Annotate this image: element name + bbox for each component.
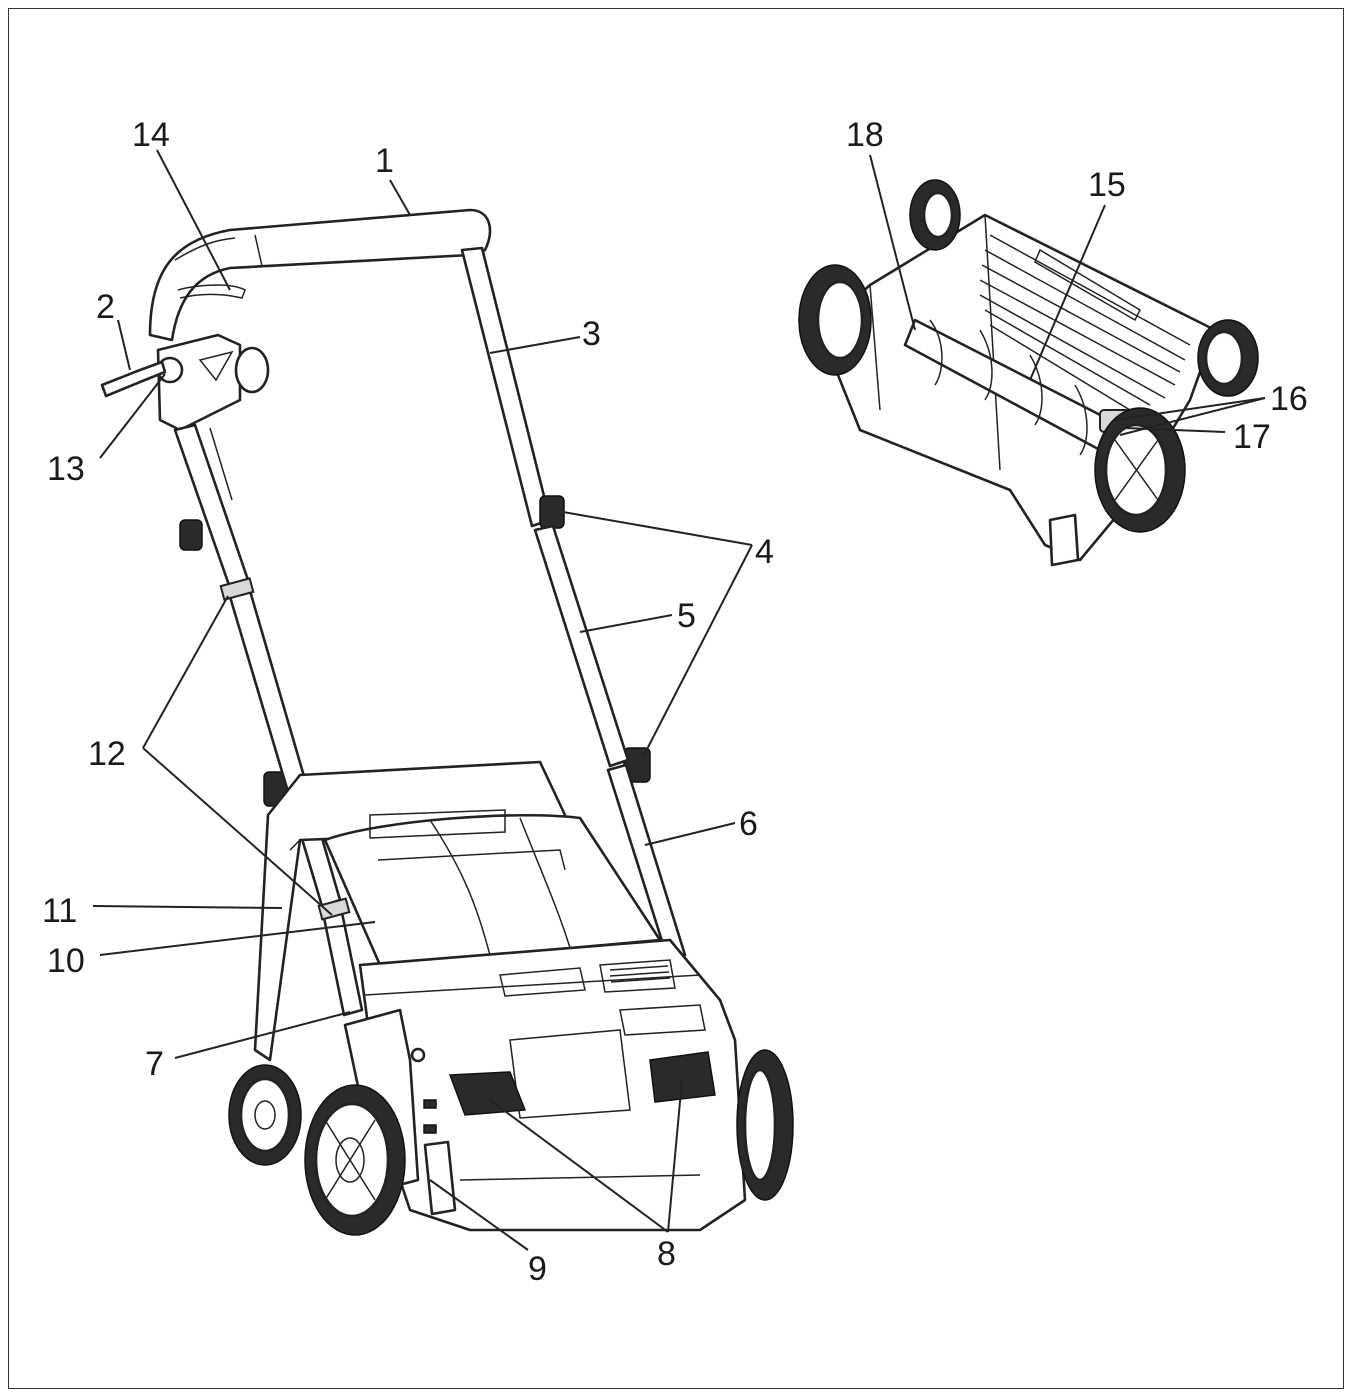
safety-bar — [177, 284, 246, 299]
inset-wheel-bottom — [1094, 407, 1186, 533]
air-vent-left — [448, 1071, 527, 1116]
label-13: 13 — [47, 450, 85, 488]
wheel-rear-left — [228, 1064, 302, 1166]
leader-4a — [562, 511, 753, 546]
leader-12a — [142, 595, 229, 749]
label-7: 7 — [145, 1045, 164, 1083]
label-15: 15 — [1088, 166, 1126, 204]
label-16: 16 — [1270, 380, 1308, 418]
label-18: 18 — [846, 116, 884, 154]
air-vent-right — [649, 1051, 716, 1103]
switch-box — [156, 333, 242, 432]
wheel-front-right — [736, 1049, 794, 1201]
leader-14 — [156, 149, 231, 291]
wheel-front-left — [304, 1084, 406, 1236]
leader-3 — [489, 336, 581, 354]
leader-8b — [667, 1079, 683, 1233]
leader-11 — [92, 905, 283, 909]
leader-1 — [389, 179, 411, 216]
leader-7 — [174, 1011, 351, 1059]
leader-9 — [429, 1179, 529, 1251]
leader-10 — [99, 921, 376, 956]
leader-13 — [99, 373, 166, 459]
knob-upper-left — [179, 519, 203, 551]
leader-8a — [489, 1099, 669, 1233]
knob-upper-right — [539, 495, 565, 529]
switch-lever — [100, 360, 167, 398]
leader-12b — [142, 747, 333, 916]
leader-16a — [1114, 397, 1266, 421]
scarifier-comb — [979, 234, 1191, 411]
leader-15 — [1029, 204, 1106, 381]
right-lower-tube — [606, 763, 687, 962]
handle-bar — [148, 208, 492, 342]
leader-2 — [117, 319, 131, 371]
label-17: 17 — [1233, 418, 1271, 456]
right-upper-tube — [460, 246, 552, 528]
inset-wheel-left — [798, 264, 872, 376]
label-10: 10 — [47, 942, 85, 980]
depth-adjuster — [423, 1140, 457, 1216]
label-9: 9 — [528, 1250, 547, 1288]
leader-18 — [869, 154, 916, 331]
leader-4b — [642, 544, 753, 758]
label-4: 4 — [755, 533, 774, 571]
scarifier-underside-view — [798, 179, 1259, 567]
inset-wheel-right — [1197, 319, 1259, 397]
grass-bag-cover — [323, 813, 662, 967]
leader-17 — [1124, 427, 1226, 433]
label-1: 1 — [375, 142, 394, 180]
leader-lines — [92, 149, 1266, 1251]
label-3: 3 — [582, 315, 601, 353]
leader-6 — [644, 822, 736, 846]
part-labels: 1 2 3 4 5 6 7 8 9 10 11 12 13 14 15 16 1… — [42, 116, 1308, 1288]
label-6: 6 — [739, 805, 758, 843]
left-upper-tube — [173, 423, 250, 590]
label-14: 14 — [132, 116, 170, 154]
label-12: 12 — [88, 735, 126, 773]
right-middle-tube — [533, 524, 630, 768]
label-2: 2 — [96, 288, 115, 326]
inset-wheel-top — [909, 179, 961, 251]
label-5: 5 — [677, 597, 696, 635]
label-11: 11 — [42, 892, 77, 930]
label-8: 8 — [657, 1235, 676, 1273]
leader-5 — [579, 614, 673, 633]
scarifier-main-view — [100, 208, 794, 1236]
left-lower-tube — [320, 901, 364, 1017]
